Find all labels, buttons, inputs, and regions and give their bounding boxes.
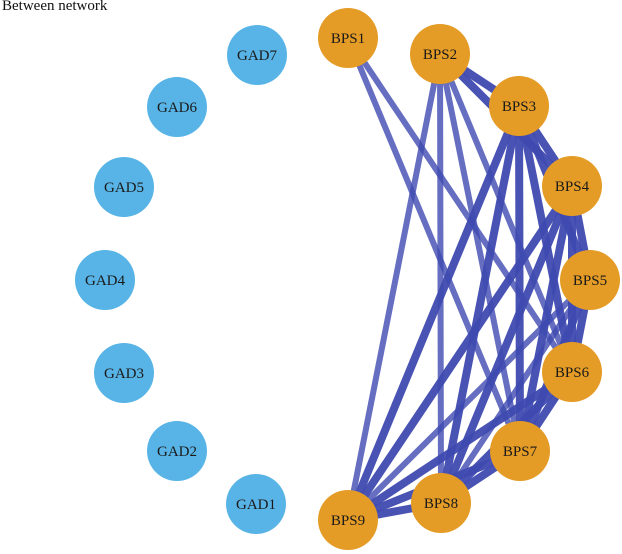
node-circle-gad2 — [147, 421, 207, 481]
node-bps9: BPS9 — [318, 490, 378, 550]
node-bps8: BPS8 — [411, 473, 471, 533]
edge-bps4-bps7 — [516, 182, 576, 455]
node-gad5: GAD5 — [94, 157, 154, 217]
node-label-bps3: BPS3 — [502, 99, 536, 115]
node-gad1: GAD1 — [226, 474, 286, 534]
node-circle-bps6 — [542, 342, 602, 402]
node-label-bps7: BPS7 — [503, 444, 538, 460]
node-gad2: GAD2 — [147, 421, 207, 481]
node-circle-gad4 — [75, 250, 135, 310]
node-label-gad3: GAD3 — [104, 366, 144, 382]
node-circle-gad3 — [94, 343, 154, 403]
node-circle-bps7 — [490, 421, 550, 481]
node-bps3: BPS3 — [489, 76, 549, 136]
node-gad7: GAD7 — [227, 25, 287, 85]
edge-bps5-bps8 — [438, 277, 593, 506]
node-bps2: BPS2 — [410, 24, 470, 84]
edge-bps2-bps9 — [345, 51, 443, 523]
edge-bps3-bps7 — [515, 102, 524, 455]
edge-bps4-bps8 — [437, 182, 576, 507]
node-label-bps2: BPS2 — [423, 47, 457, 63]
node-circle-bps4 — [542, 156, 602, 216]
node-label-bps6: BPS6 — [555, 365, 590, 381]
edge-bps3-bps8 — [437, 102, 523, 507]
edge-bps3-bps9 — [344, 102, 523, 524]
node-label-bps5: BPS5 — [573, 273, 607, 289]
node-label-bps1: BPS1 — [331, 31, 365, 47]
node-bps1: BPS1 — [318, 8, 378, 68]
edge-bps5-bps9 — [345, 277, 593, 523]
node-circle-bps5 — [560, 250, 620, 310]
node-bps4: BPS4 — [542, 156, 602, 216]
edge-bps3-bps6 — [515, 102, 576, 376]
node-gad3: GAD3 — [94, 343, 154, 403]
node-circle-gad6 — [147, 77, 207, 137]
edge-bps6-bps9 — [344, 368, 576, 524]
node-label-gad6: GAD6 — [157, 100, 197, 116]
node-circle-bps3 — [489, 76, 549, 136]
edge-bps2-bps8 — [437, 51, 444, 506]
page-title: Between network — [2, 0, 108, 14]
node-gad4: GAD4 — [75, 250, 135, 310]
node-label-bps8: BPS8 — [424, 496, 458, 512]
node-bps5: BPS5 — [560, 250, 620, 310]
node-circle-gad1 — [226, 474, 286, 534]
node-label-gad4: GAD4 — [85, 273, 125, 289]
node-label-gad1: GAD1 — [236, 497, 276, 513]
node-bps6: BPS6 — [542, 342, 602, 402]
edge-bps2-bps7 — [437, 51, 523, 454]
node-circle-bps1 — [318, 8, 378, 68]
edge-bps1-bps6 — [345, 35, 575, 375]
node-label-bps4: BPS4 — [555, 179, 590, 195]
edge-bps4-bps9 — [344, 182, 576, 524]
node-label-gad7: GAD7 — [237, 48, 277, 64]
node-circle-gad7 — [227, 25, 287, 85]
edges-layer — [344, 35, 594, 524]
node-label-gad2: GAD2 — [157, 444, 197, 460]
node-label-gad5: GAD5 — [104, 180, 144, 196]
node-circle-bps2 — [410, 24, 470, 84]
node-circle-bps9 — [318, 490, 378, 550]
node-bps7: BPS7 — [490, 421, 550, 481]
node-gad6: GAD6 — [147, 77, 207, 137]
node-circle-bps8 — [411, 473, 471, 533]
node-circle-gad5 — [94, 157, 154, 217]
node-label-bps9: BPS9 — [331, 513, 365, 529]
